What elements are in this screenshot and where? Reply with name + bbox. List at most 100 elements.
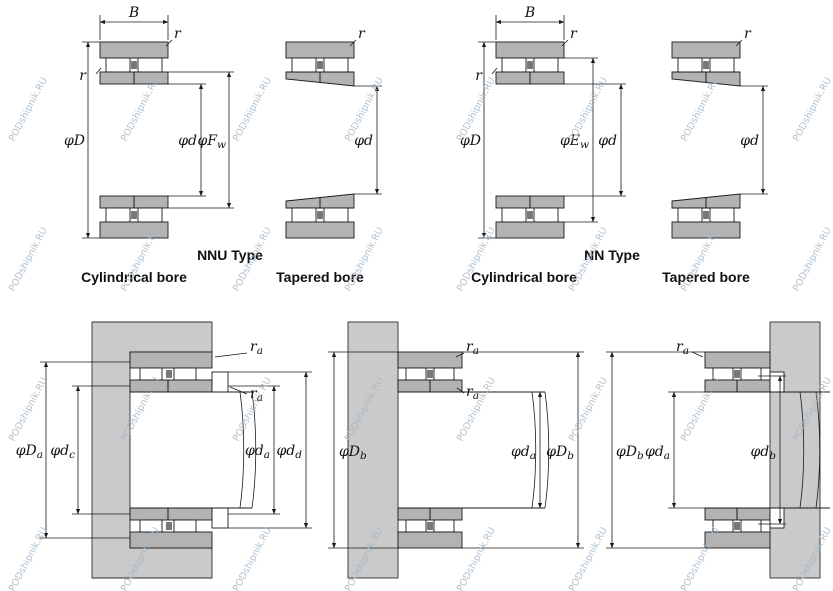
symbol-main: φD xyxy=(339,444,360,460)
inner-ring xyxy=(129,379,213,393)
roller xyxy=(291,57,317,73)
roller xyxy=(137,57,163,73)
symbol-main: φD xyxy=(546,444,567,460)
outer-ring xyxy=(285,41,355,59)
symbol-sub: a xyxy=(473,345,479,357)
dim-label-phi-d: φd xyxy=(740,133,759,149)
roller xyxy=(712,519,734,533)
roller xyxy=(139,367,163,381)
dim-label-phi-D: φD xyxy=(460,133,481,149)
cage xyxy=(703,211,709,219)
outer-ring xyxy=(129,531,213,549)
roller xyxy=(173,367,197,381)
spacer-ring xyxy=(769,507,785,529)
cage xyxy=(166,370,172,378)
dim-label-B: B xyxy=(128,5,139,21)
symbol-main: φE xyxy=(560,133,580,149)
cage xyxy=(427,370,433,378)
symbol-sub: w xyxy=(217,139,226,151)
roller xyxy=(533,207,559,223)
symbol-main: φd xyxy=(645,444,664,460)
housing xyxy=(769,321,821,579)
symbol-sub: b xyxy=(360,450,367,462)
symbol-main: φd xyxy=(277,443,296,459)
spacer-ring xyxy=(769,371,785,393)
symbol-sub: a xyxy=(264,449,270,461)
cage xyxy=(317,211,323,219)
cage xyxy=(131,61,137,69)
roller xyxy=(709,57,735,73)
outer-ring xyxy=(671,221,741,239)
symbol-sub: c xyxy=(69,449,75,461)
roller xyxy=(433,367,455,381)
cage xyxy=(734,370,740,378)
roller xyxy=(533,57,559,73)
roller xyxy=(139,519,163,533)
roller xyxy=(137,207,163,223)
symbol-sub: b xyxy=(769,450,776,462)
symbol-main: φd xyxy=(598,133,617,149)
outer-ring xyxy=(285,221,355,239)
roller xyxy=(740,367,762,381)
caption-cylindrical-bore: Cylindrical bore xyxy=(81,269,187,285)
symbol-main: φd xyxy=(354,133,373,149)
cage xyxy=(427,522,433,530)
spacer-ring xyxy=(211,371,229,393)
symbol-main: φD xyxy=(16,443,37,459)
caption-tapered-bore: Tapered bore xyxy=(662,269,750,285)
roller xyxy=(677,207,703,223)
caption-cylindrical-bore: Cylindrical bore xyxy=(471,269,577,285)
outer-ring xyxy=(495,41,565,59)
symbol-sub: a xyxy=(257,392,263,404)
roller xyxy=(105,207,131,223)
symbol-main: φd xyxy=(511,444,530,460)
cage xyxy=(166,522,172,530)
inner-ring xyxy=(129,507,213,521)
symbol-main: φd xyxy=(740,133,759,149)
outer-ring xyxy=(99,41,169,59)
dim-label-phi-d: φd xyxy=(598,133,617,149)
roller xyxy=(173,519,197,533)
outer-ring xyxy=(129,351,213,369)
spacer-ring xyxy=(211,507,229,529)
outer-ring xyxy=(671,41,741,59)
roller xyxy=(405,519,427,533)
symbol-main: φd xyxy=(178,133,197,149)
roller xyxy=(677,57,703,73)
symbol-sub: a xyxy=(530,450,536,462)
roller xyxy=(712,367,734,381)
symbol-main: φD xyxy=(64,133,85,149)
outer-ring xyxy=(704,351,771,369)
dim-label-phi-d: φd xyxy=(178,133,197,149)
symbol-main: φd xyxy=(245,443,264,459)
symbol-sub: d xyxy=(295,449,302,461)
roller xyxy=(740,519,762,533)
roller xyxy=(405,367,427,381)
symbol-main: φD xyxy=(616,444,637,460)
cage xyxy=(527,61,533,69)
symbol-main: φF xyxy=(197,133,218,149)
dim-label-phi-D: φD xyxy=(64,133,85,149)
outer-ring xyxy=(99,221,169,239)
cage xyxy=(317,61,323,69)
symbol-main: φd xyxy=(50,443,69,459)
roller xyxy=(291,207,317,223)
roller xyxy=(709,207,735,223)
roller xyxy=(105,57,131,73)
symbol-sub: a xyxy=(683,345,689,357)
dim-label-phi-d: φd xyxy=(354,133,373,149)
symbol-sub: w xyxy=(580,139,589,151)
roller xyxy=(323,207,349,223)
symbol-sub: a xyxy=(473,390,479,402)
caption-tapered-bore: Tapered bore xyxy=(276,269,364,285)
symbol-sub: a xyxy=(664,450,670,462)
caption-nn-type: NN Type xyxy=(584,247,640,263)
roller xyxy=(433,519,455,533)
roller xyxy=(501,207,527,223)
roller xyxy=(323,57,349,73)
symbol-main: φD xyxy=(460,133,481,149)
symbol-main: φd xyxy=(751,444,770,460)
outer-ring xyxy=(397,531,463,549)
roller xyxy=(501,57,527,73)
outer-ring xyxy=(704,531,771,549)
